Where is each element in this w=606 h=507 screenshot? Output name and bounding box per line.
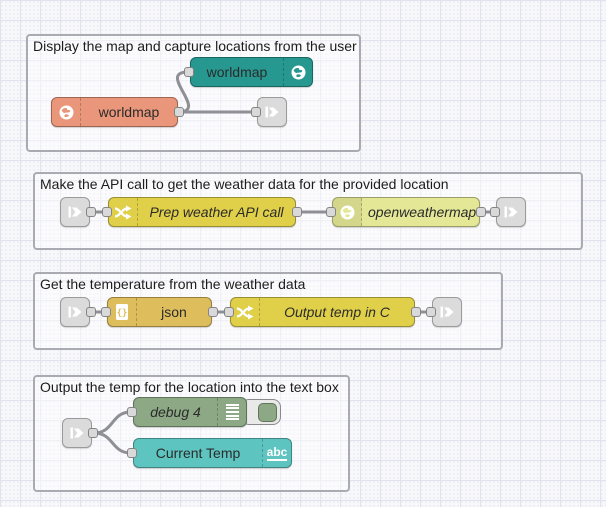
input-port[interactable] — [127, 448, 137, 458]
debug-enable-button[interactable] — [258, 402, 277, 422]
link-in-icon — [70, 427, 84, 439]
output-port[interactable] — [86, 307, 96, 317]
node-label: Prep weather API call — [149, 204, 284, 220]
node-worldmap-display[interactable]: worldmap — [184, 57, 313, 87]
group-title: Get the temperature from the weather dat… — [40, 276, 306, 292]
input-port[interactable] — [251, 107, 261, 117]
node-worldmap-events[interactable]: worldmap — [51, 97, 184, 127]
input-port[interactable] — [326, 207, 336, 217]
input-port[interactable] — [490, 207, 500, 217]
node-link-out[interactable] — [490, 197, 526, 227]
svg-text:{}: {} — [117, 309, 128, 319]
node-label: debug 4 — [150, 404, 201, 420]
node-label: Output temp in C — [284, 304, 390, 320]
input-port[interactable] — [224, 307, 234, 317]
wire[interactable] — [92, 431, 133, 455]
link-out-icon — [440, 306, 454, 318]
output-port[interactable] — [476, 207, 486, 217]
wire[interactable] — [92, 410, 133, 435]
globe-icon — [283, 58, 312, 86]
input-port[interactable] — [102, 207, 112, 217]
output-port[interactable] — [174, 107, 184, 117]
node-link-in[interactable] — [60, 297, 96, 327]
link-out-icon — [265, 106, 279, 118]
input-port[interactable] — [426, 307, 436, 317]
output-port[interactable] — [208, 307, 218, 317]
debug-toggle[interactable] — [241, 399, 281, 425]
input-port[interactable] — [127, 407, 137, 417]
wire[interactable] — [175, 70, 191, 114]
group-title: Make the API call to get the weather dat… — [40, 176, 449, 192]
output-port[interactable] — [86, 207, 96, 217]
node-link-in[interactable] — [62, 418, 98, 448]
link-in-icon — [68, 206, 82, 218]
json-icon: {} — [108, 298, 137, 326]
input-port[interactable] — [184, 67, 194, 77]
node-openweathermap[interactable]: openweathermap — [326, 197, 486, 227]
node-link-in[interactable] — [60, 197, 96, 227]
node-prep-weather-api-call[interactable]: Prep weather API call — [102, 197, 302, 227]
output-port[interactable] — [411, 307, 421, 317]
group-output-temp[interactable]: Output the temp for the location into th… — [33, 375, 350, 492]
group-display-map[interactable]: Display the map and capture locations fr… — [26, 34, 361, 152]
change-icon — [231, 298, 260, 326]
node-label: worldmap — [98, 104, 160, 120]
node-debug-4[interactable]: debug 4 — [127, 397, 247, 427]
debug-icon — [217, 398, 246, 426]
node-current-temp[interactable]: Current Temp abc — [127, 438, 292, 468]
group-title: Output the temp for the location into th… — [40, 379, 339, 395]
node-output-temp-in-c[interactable]: Output temp in C — [224, 297, 421, 327]
globe-icon — [52, 98, 81, 126]
link-out-icon — [504, 206, 518, 218]
node-link-out[interactable] — [426, 297, 462, 327]
globe-icon — [333, 198, 362, 226]
node-label: openweathermap — [368, 204, 477, 220]
input-port[interactable] — [101, 307, 111, 317]
node-json[interactable]: {} json — [101, 297, 218, 327]
link-in-icon — [68, 306, 82, 318]
node-label: worldmap — [206, 64, 268, 80]
node-link-out[interactable] — [251, 97, 287, 127]
node-label: Current Temp — [155, 445, 241, 461]
group-title: Display the map and capture locations fr… — [33, 38, 357, 54]
change-icon — [109, 198, 138, 226]
text-abc-icon: abc — [262, 439, 291, 467]
output-port[interactable] — [292, 207, 302, 217]
node-label: json — [161, 304, 187, 320]
output-port[interactable] — [88, 428, 98, 438]
